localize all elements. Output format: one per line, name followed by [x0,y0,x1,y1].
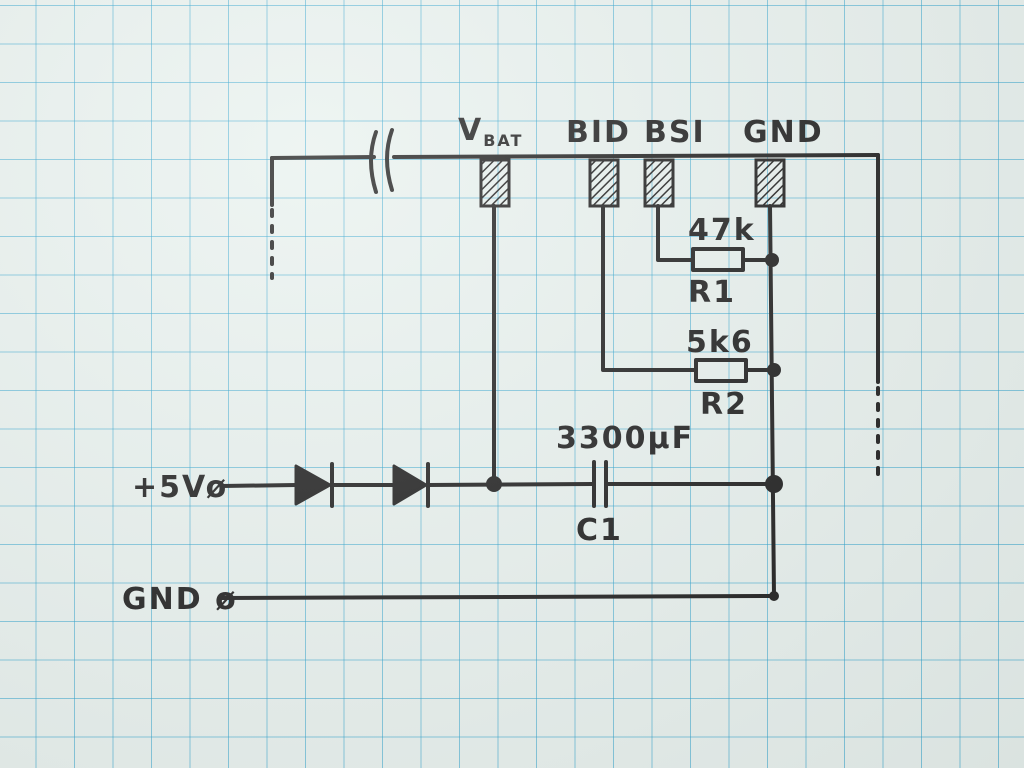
top-bus-left [270,155,376,160]
gnd-pad [754,158,786,208]
r2-resistor [694,358,748,383]
bid-pad [588,158,620,208]
junction-dot-gnd [769,591,779,601]
top-bus-right [392,153,880,159]
r1-name-label: R1 [688,275,736,310]
junction-dot-r1 [765,253,779,267]
junction-dot-c1 [765,475,783,493]
c1-value-label: 3300µF [556,421,694,456]
r1-resistor [691,247,745,272]
gnd-terminal-wire [220,594,776,600]
r1-value-label: 47k [688,213,756,248]
bus-break-symbol [369,128,394,194]
r2-value-label: 5k6 [686,325,754,360]
diode-to-vbat-wire [426,482,594,487]
c1-name-label: C1 [576,513,623,548]
diode-1-triangle [294,464,332,506]
bsi-wire [656,204,695,262]
vbat-pad [479,158,511,208]
bsi-pad [643,158,675,208]
plus5v-terminal-label: +5Vø [132,470,228,505]
gnd-label: GND [743,115,824,150]
plus5v-wire [220,483,298,488]
junction-dot-r2 [767,363,781,377]
junction-dot-vbat [486,476,502,492]
bid-wire [601,204,698,372]
bid-label: BID [566,115,631,150]
r2-name-label: R2 [700,387,748,422]
vbat-label: VBAT [458,113,523,150]
gnd-terminal-label: GND ø [122,582,238,617]
gnd-wire [768,204,776,598]
diode-2-triangle [392,464,428,506]
bsi-label: BSI [644,115,706,150]
